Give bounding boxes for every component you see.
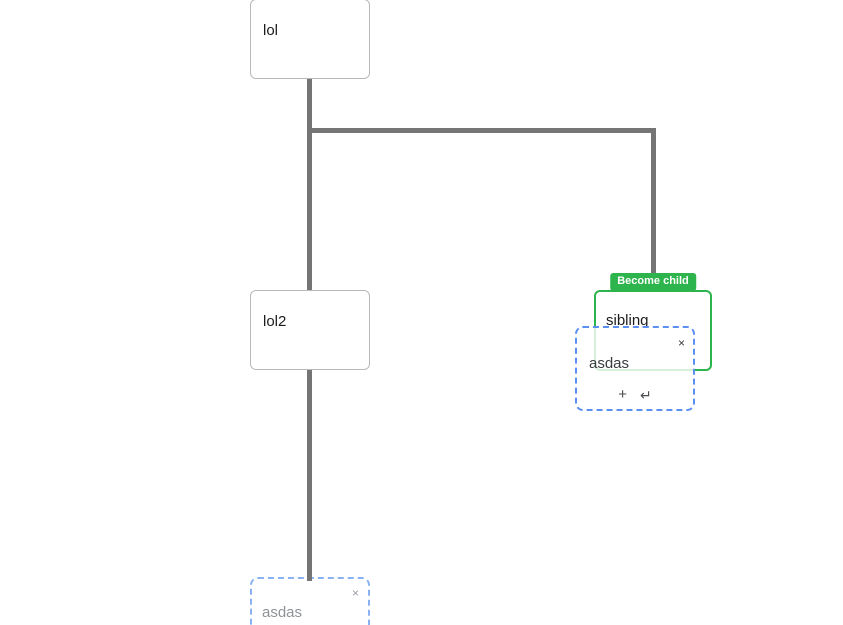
node-editor-input[interactable]: asdas — [589, 355, 630, 372]
ghost-node[interactable]: × asdas — [250, 577, 370, 625]
node-root-label: lol — [263, 22, 279, 39]
connector-branch-horizontal — [307, 128, 656, 133]
connector-branch-to-sibling — [651, 128, 656, 276]
enter-icon[interactable]: ↵ — [640, 387, 652, 403]
node-editor[interactable]: × asdas + ↵ — [575, 326, 695, 411]
node-sibling-label: sibling — [606, 312, 649, 329]
add-icon[interactable]: + — [618, 386, 628, 403]
connector-lol2-to-new-node — [307, 370, 312, 581]
node-lol2[interactable]: lol2 — [250, 290, 370, 370]
node-root[interactable]: lol — [250, 0, 370, 79]
close-icon[interactable]: × — [677, 336, 685, 350]
node-lol2-label: lol2 — [263, 313, 287, 330]
ghost-node-text: asdas — [262, 604, 303, 621]
node-editor-actions: + ↵ — [577, 386, 693, 404]
connector-root-to-lol2 — [307, 79, 312, 291]
become-child-badge: Become child — [610, 273, 696, 291]
close-icon[interactable]: × — [351, 586, 359, 600]
